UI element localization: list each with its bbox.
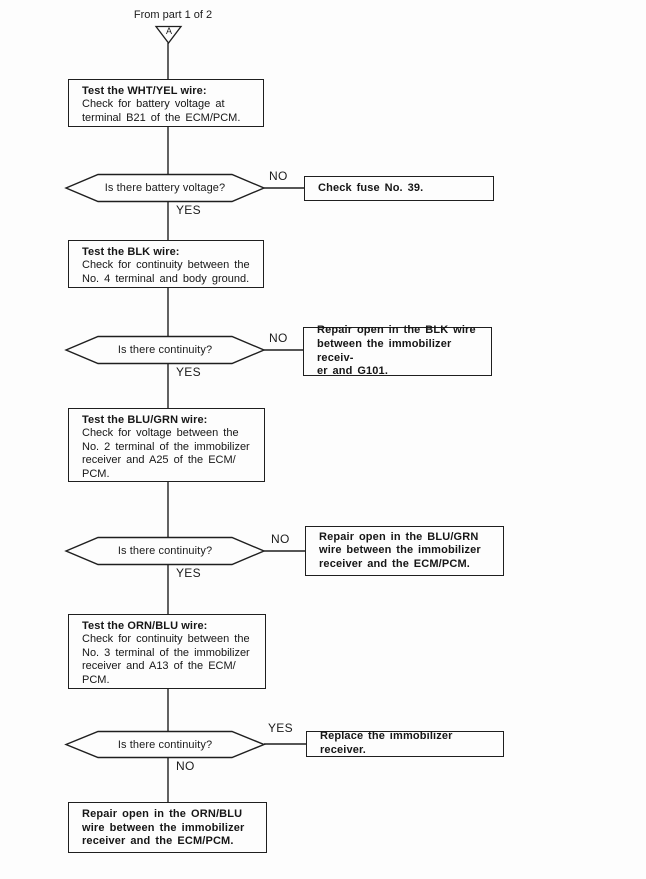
- process-box-title: Test the BLU/GRN wire:: [82, 414, 208, 426]
- decision-shape-2: [64, 335, 266, 365]
- action-box-text: Replace the immobilizer receiver.: [320, 730, 453, 756]
- branch-label-yes-1: YES: [176, 203, 201, 217]
- process-box-title: Test the ORN/BLU wire:: [82, 620, 208, 632]
- action-box-text: Repair open in the BLK wire between the …: [317, 324, 476, 378]
- process-box-body: Check for continuity between the No. 4 t…: [82, 259, 250, 285]
- branch-label-no-3: NO: [271, 532, 290, 546]
- action-box-repair-blu-grn: Repair open in the BLU/GRN wire between …: [305, 526, 504, 576]
- branch-label-yes-4: YES: [268, 721, 293, 735]
- process-box-title: Test the BLK wire:: [82, 246, 180, 258]
- process-box-title: Test the WHT/YEL wire:: [82, 85, 207, 97]
- decision-shape-4: [64, 730, 266, 759]
- decision-continuity-1: Is there continuity?: [117, 344, 213, 356]
- process-box-orn-blu: Test the ORN/BLU wire: Check for continu…: [68, 614, 266, 689]
- action-box-check-fuse: Check fuse No. 39.: [304, 176, 494, 201]
- decision-continuity-2: Is there continuity?: [117, 545, 213, 557]
- decision-shape-1: [64, 173, 266, 203]
- process-box-wht-yel: Test the WHT/YEL wire: Check for battery…: [68, 79, 264, 127]
- action-box-replace-receiver: Replace the immobilizer receiver.: [306, 730, 504, 757]
- branch-label-yes-3: YES: [176, 566, 201, 580]
- process-box-body: Check for continuity between the No. 3 t…: [82, 633, 250, 686]
- final-box-repair-orn-blu: Repair open in the ORN/BLU wire between …: [68, 802, 267, 853]
- connector-letter: A: [165, 26, 172, 36]
- branch-label-no-2: NO: [269, 331, 288, 345]
- decision-battery-voltage: Is there battery voltage?: [104, 182, 226, 194]
- decision-shape-3: [64, 536, 266, 566]
- connector-triangle-icon: [154, 25, 183, 45]
- branch-label-yes-2: YES: [176, 365, 201, 379]
- action-box-text: Repair open in the BLU/GRN wire between …: [319, 530, 481, 570]
- process-box-body: Check for battery voltage at terminal B2…: [82, 98, 241, 124]
- process-box-blu-grn: Test the BLU/GRN wire: Check for voltage…: [68, 408, 265, 482]
- branch-label-no-4: NO: [176, 759, 195, 773]
- process-box-body: Check for voltage between the No. 2 term…: [82, 427, 250, 480]
- action-box-repair-blk: Repair open in the BLK wire between the …: [303, 324, 492, 378]
- branch-label-no-1: NO: [269, 169, 288, 183]
- from-part-label: From part 1 of 2: [133, 9, 213, 21]
- action-box-text: Check fuse No. 39.: [318, 181, 424, 194]
- process-box-blk: Test the BLK wire: Check for continuity …: [68, 240, 264, 288]
- decision-continuity-3: Is there continuity?: [117, 738, 213, 751]
